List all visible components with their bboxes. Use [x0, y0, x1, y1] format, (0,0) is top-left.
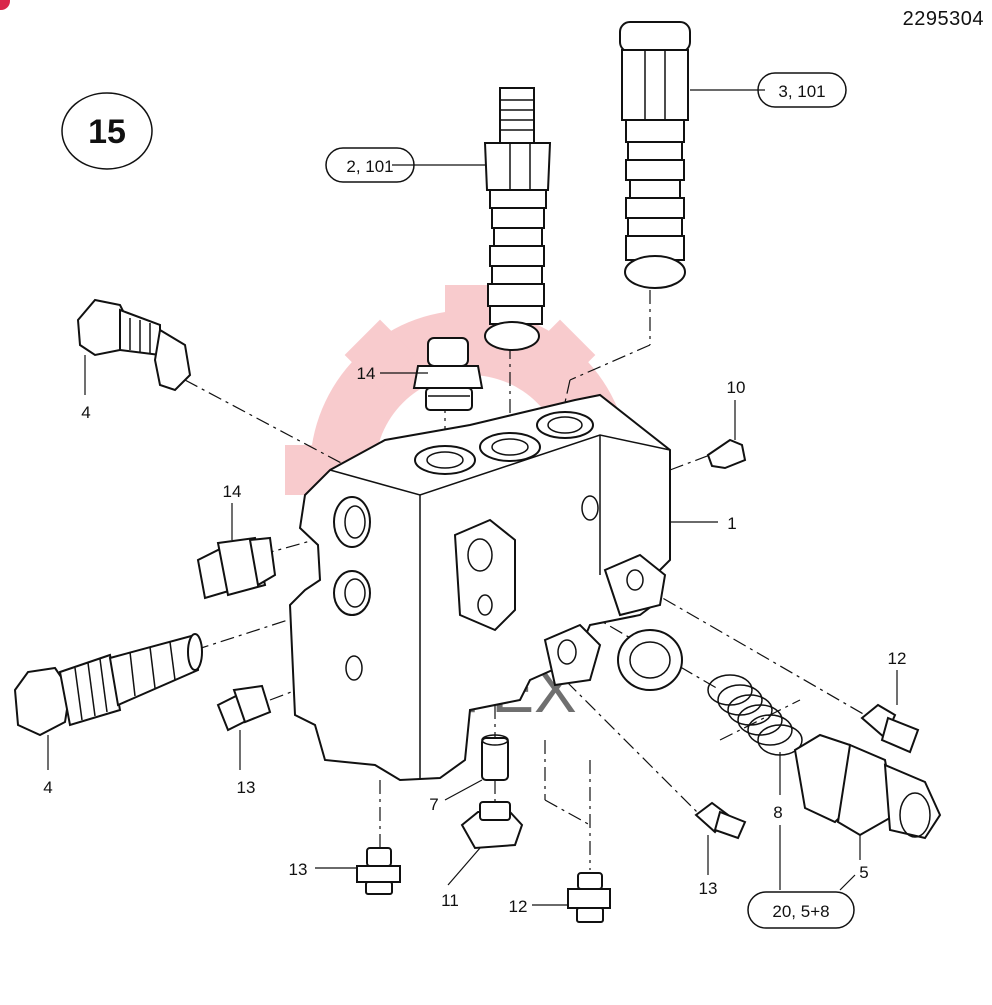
valve-body-part-1 [288, 393, 683, 782]
document-number: 2295304 [902, 8, 984, 30]
pin-part-7 [481, 734, 509, 781]
callout-12-bottom: 12 [509, 897, 528, 916]
callout-pill-3-101: 3, 101 [757, 72, 847, 108]
fitting-part-14-left [196, 536, 277, 600]
spool-part-4-upper [76, 298, 192, 392]
callout-4-lower: 4 [43, 778, 52, 797]
callout-14-left: 14 [223, 482, 242, 501]
callout-11: 11 [441, 891, 459, 910]
fitting-part-12-bottom [567, 872, 611, 923]
plug-part-10 [706, 438, 747, 470]
callout-1: 1 [727, 514, 736, 533]
leader-lines [47, 89, 898, 906]
spring-part-8 [707, 674, 803, 756]
callout-14-upper: 14 [357, 364, 376, 383]
fitting-part-13-bottom [356, 847, 401, 895]
callout-pill-2-101: 2, 101 [325, 147, 415, 183]
relief-valve-part-3 [619, 21, 691, 289]
fitting-part-13-right [694, 801, 747, 840]
cartridge-part-5 [793, 733, 942, 840]
callout-pill-20-5-8: 20, 5+8 [747, 891, 855, 929]
callout-4-upper: 4 [81, 403, 90, 422]
callout-13-bottom: 13 [289, 860, 308, 879]
callout-8: 8 [773, 803, 782, 822]
callout-7: 7 [429, 795, 438, 814]
corner-marker [0, 0, 10, 10]
fitting-part-13-left [216, 684, 272, 732]
fitting-part-12-right [860, 703, 920, 754]
svg-text:2, 101: 2, 101 [346, 157, 393, 176]
spool-part-4-lower [13, 633, 203, 737]
callout-12-right: 12 [888, 649, 907, 668]
callout-13-left: 13 [237, 778, 256, 797]
svg-text:20, 5+8: 20, 5+8 [772, 902, 829, 921]
valve-cartridge-part-2 [483, 87, 552, 351]
diagram-number-badge: 15 [61, 92, 153, 170]
callout-10: 10 [727, 378, 746, 397]
nut-part-11 [460, 801, 524, 850]
svg-text:3, 101: 3, 101 [778, 82, 825, 101]
callout-5: 5 [859, 863, 868, 882]
fitting-part-14-upper [412, 337, 484, 411]
callout-13-right: 13 [699, 879, 718, 898]
diagram-number: 15 [88, 113, 126, 151]
